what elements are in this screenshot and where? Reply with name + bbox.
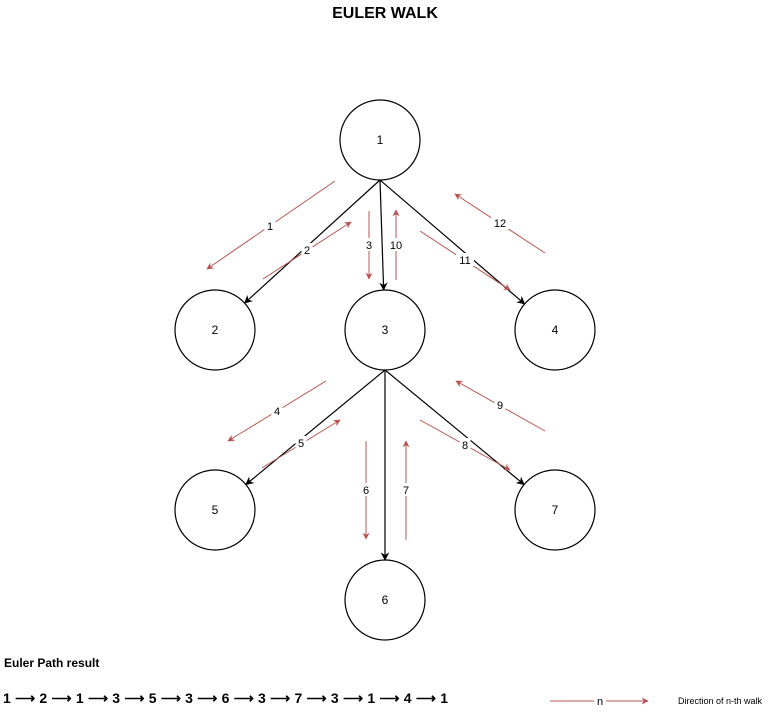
walk-label-bg-10 — [387, 238, 405, 251]
result-path: 1 ⟶ 2 ⟶ 1 ⟶ 3 ⟶ 5 ⟶ 3 ⟶ 6 ⟶ 3 ⟶ 7 ⟶ 3 ⟶ … — [3, 690, 449, 706]
walk-label-bg-1 — [264, 219, 276, 232]
walk-label-bg-6 — [360, 483, 372, 496]
walk-label-bg-9 — [494, 398, 506, 411]
diagram-title: EULER WALK — [332, 5, 438, 22]
node-5 — [174, 469, 256, 551]
node-6 — [344, 559, 426, 641]
node-7 — [514, 469, 596, 551]
edge-1-3 — [379, 179, 388, 291]
walk-step-label-11: 11 — [459, 255, 470, 267]
legend-label-bg — [594, 694, 606, 707]
walk-label-bg-4 — [271, 404, 283, 417]
walk-label-bg-8 — [459, 438, 471, 451]
legend-caption: Direction of n-th walk — [678, 696, 763, 706]
node-3 — [344, 289, 426, 371]
walk-label-bg-12 — [491, 216, 509, 229]
walk-label-bg-5 — [295, 436, 307, 449]
walk-label-bg-2 — [301, 243, 313, 256]
walk-step-label-7: 7 — [403, 485, 409, 497]
walk-label-bg-11 — [456, 253, 474, 266]
node-label-3: 3 — [382, 323, 389, 337]
legend-symbol: n — [597, 696, 603, 708]
walk-step-label-4: 4 — [274, 406, 280, 418]
node-4 — [514, 289, 596, 371]
walk-step-label-10: 10 — [390, 240, 402, 252]
walk-step-label-9: 9 — [497, 400, 503, 412]
walk-label-bg-3 — [363, 238, 375, 251]
walk-label-bg-7 — [400, 483, 412, 496]
node-label-2: 2 — [212, 323, 219, 337]
node-label-5: 5 — [212, 503, 219, 517]
edge-1-2 — [243, 179, 381, 304]
node-label-7: 7 — [552, 503, 559, 517]
node-label-6: 6 — [382, 593, 389, 607]
node-label-4: 4 — [552, 323, 559, 337]
walk-step-label-2: 2 — [304, 245, 310, 257]
walk-step-label-3: 3 — [366, 240, 372, 252]
walk-step-label-5: 5 — [298, 438, 304, 450]
node-1 — [339, 99, 421, 181]
node-label-1: 1 — [377, 133, 384, 147]
legend: n — [550, 694, 649, 708]
walk-step-label-8: 8 — [462, 440, 468, 452]
result-heading: Euler Path result — [4, 656, 100, 670]
walk-step-label-6: 6 — [363, 485, 369, 497]
edge-3-5 — [245, 369, 386, 486]
node-2 — [174, 289, 256, 371]
walk-step-label-1: 1 — [267, 221, 273, 233]
walk-step-label-12: 12 — [494, 218, 506, 230]
